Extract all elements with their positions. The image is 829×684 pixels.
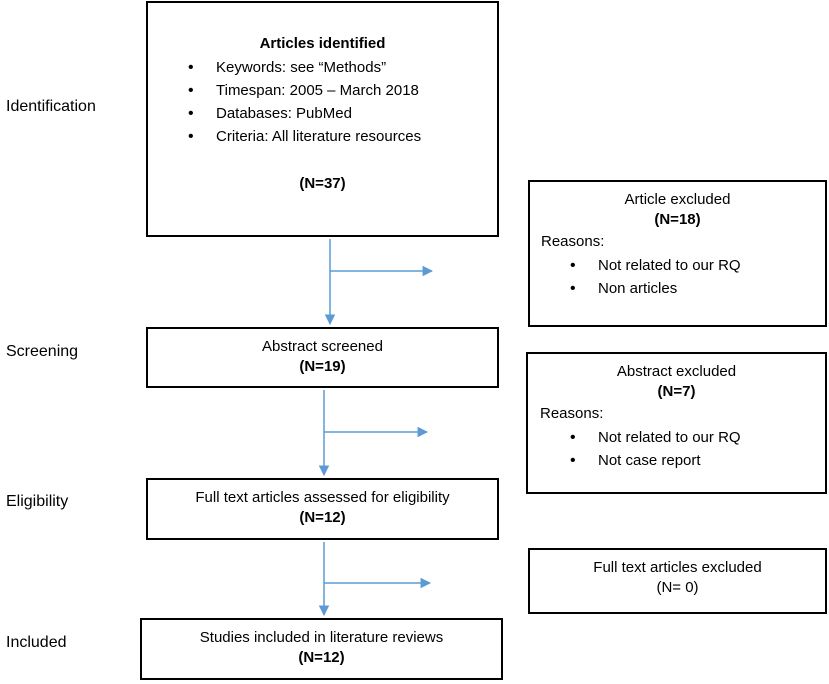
article-excluded-title: Article excluded bbox=[624, 191, 731, 208]
article-excluded-reasons-label: Reasons: bbox=[541, 233, 605, 250]
article-excluded-box: Article excluded (N=18) Reasons: Not rel… bbox=[528, 180, 827, 327]
stage-label-eligibility: Eligibility bbox=[6, 493, 69, 510]
criteria-item: Criteria: All literature resources bbox=[188, 125, 497, 148]
studies-included-box: Studies included in literature reviews (… bbox=[140, 618, 503, 680]
reason-item: Non articles bbox=[570, 277, 825, 300]
article-excluded-reasons-list: Not related to our RQ Non articles bbox=[570, 254, 825, 300]
abstract-excluded-reasons-list: Not related to our RQ Not case report bbox=[570, 426, 825, 472]
articles-identified-title: Articles identified bbox=[259, 35, 386, 52]
reason-item: Not case report bbox=[570, 449, 825, 472]
criteria-item: Timespan: 2005 – March 2018 bbox=[188, 79, 497, 102]
identification-criteria-list: Keywords: see “Methods” Timespan: 2005 –… bbox=[188, 56, 497, 148]
stage-label-screening: Screening bbox=[6, 343, 79, 360]
reason-item: Not related to our RQ bbox=[570, 426, 825, 449]
fulltext-assessed-count: (N=12) bbox=[299, 509, 346, 526]
articles-identified-count: (N=37) bbox=[299, 175, 346, 192]
fulltext-assessed-box: Full text articles assessed for eligibil… bbox=[146, 478, 499, 540]
criteria-item: Keywords: see “Methods” bbox=[188, 56, 497, 79]
abstract-excluded-title: Abstract excluded bbox=[616, 363, 737, 380]
fulltext-excluded-title: Full text articles excluded bbox=[593, 559, 762, 576]
abstract-excluded-box: Abstract excluded (N=7) Reasons: Not rel… bbox=[526, 352, 827, 494]
abstract-excluded-reasons-label: Reasons: bbox=[540, 405, 604, 422]
articles-identified-box: Articles identified Keywords: see “Metho… bbox=[146, 1, 499, 237]
fulltext-excluded-count: (N= 0) bbox=[656, 579, 699, 596]
studies-included-count: (N=12) bbox=[298, 649, 345, 666]
abstract-screened-title: Abstract screened bbox=[262, 338, 383, 355]
fulltext-assessed-title: Full text articles assessed for eligibil… bbox=[195, 489, 450, 506]
abstract-screened-box: Abstract screened (N=19) bbox=[146, 327, 499, 388]
stage-label-included: Included bbox=[6, 634, 67, 651]
article-excluded-count: (N=18) bbox=[654, 211, 701, 228]
criteria-item: Databases: PubMed bbox=[188, 102, 497, 125]
reason-item: Not related to our RQ bbox=[570, 254, 825, 277]
fulltext-excluded-box: Full text articles excluded (N= 0) bbox=[528, 548, 827, 614]
abstract-excluded-count: (N=7) bbox=[657, 383, 696, 400]
stage-label-identification: Identification bbox=[6, 98, 96, 115]
studies-included-title: Studies included in literature reviews bbox=[199, 629, 444, 646]
abstract-screened-count: (N=19) bbox=[299, 358, 346, 375]
